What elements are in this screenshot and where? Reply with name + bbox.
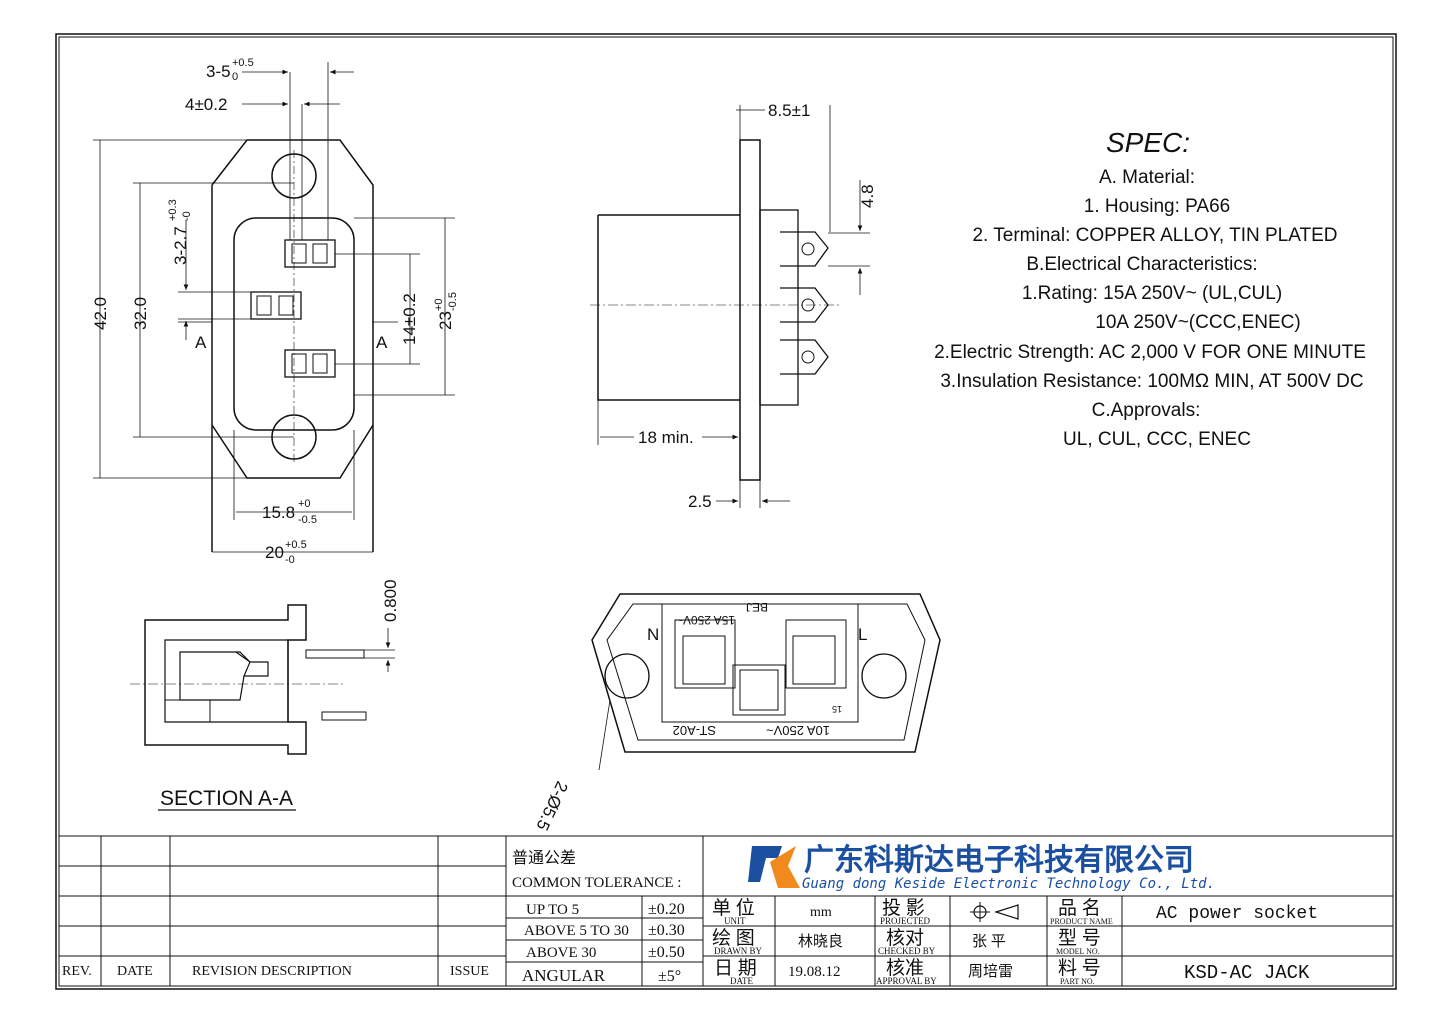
dim-height-total: 42.0 [91,297,110,330]
tolerance-range: ANGULAR [522,966,606,985]
spec-line: B.Electrical Characteristics: [1026,254,1257,275]
svg-text:0: 0 [232,71,238,83]
product-cn: 品 名 [1058,897,1101,919]
tolerance-range: UP TO 5 [526,902,579,918]
rear-approval-mark: 15 [832,704,842,714]
spec-block: SPEC: A. Material: 1. Housing: PA66 2. T… [934,127,1366,450]
checked-cn: 核对 [886,927,924,949]
approval-value: 周培雷 [968,963,1013,980]
inner-border [58,36,1394,987]
date-value: 19.08.12 [788,964,841,980]
title-block [59,835,1393,986]
tolerance-cn: 普通公差 [512,849,576,867]
approval-en: APPROVAL BY [876,976,937,986]
spec-line: 2.Electric Strength: AC 2,000 V FOR ONE … [934,342,1366,363]
tolerance-value: ±0.30 [648,922,685,939]
dim-body-min: 18 min. [638,428,694,447]
svg-text:-0.5: -0.5 [447,292,459,311]
rear-rating-bottom: 10A 250V~ [766,723,830,738]
spec-line: 2. Terminal: COPPER ALLOY, TIN PLATED [972,225,1337,246]
company-logo [748,846,800,888]
svg-text:+0.5: +0.5 [232,57,254,69]
rear-label-l: L [858,625,867,644]
dim-pin-offset: 4±0.2 [185,95,227,114]
revision-description-header: REVISION DESCRIPTION [192,964,352,979]
rear-view [591,593,941,771]
dim-pin-pitch: 14±0.2 [400,293,419,345]
dim-pin-thickness: 0.800 [381,579,400,622]
part-value: KSD-AC JACK [1184,962,1310,984]
section-title: SECTION A-A [160,787,293,810]
rear-model: ST-A02 [673,723,716,738]
dim-pin-width: 3-5 [206,62,231,81]
spec-line: A. Material: [1099,167,1195,188]
issue-header: ISSUE [450,964,489,979]
side-view [590,105,870,508]
rear-label-n: N [647,625,659,644]
part-en: PART NO. [1060,977,1095,986]
spec-line: 10A 250V~(CCC,ENEC) [1095,312,1300,333]
rear-rating-top: 15A 250V~ [676,613,735,627]
part-cn: 料 号 [1058,957,1101,979]
tolerance-range: ABOVE 5 TO 30 [524,923,629,939]
spec-line: C.Approvals: [1092,400,1201,421]
product-value: AC power socket [1156,904,1318,924]
approval-cn: 核准 [886,957,924,979]
outer-border [55,33,1397,990]
unit-en: UNIT [724,916,746,926]
tolerance-en: COMMON TOLERANCE : [512,875,681,891]
company-name-cn: 广东科斯达电子科技有限公司 [804,843,1194,878]
company-name-en: Guang dong Keside Electronic Technology … [802,876,1215,892]
model-en: MODEL NO. [1056,947,1100,956]
section-view [130,604,395,755]
svg-text:+0.3: +0.3 [167,199,179,221]
projected-en: PROJECTED [880,916,931,926]
product-en: PRODUCT NAME [1050,917,1113,926]
drawn-en: DRAWN BY [714,946,763,956]
rear-label-top: BEJ [746,600,768,614]
spec-line: 1.Rating: 15A 250V~ (UL,CUL) [1022,283,1282,304]
projected-cn: 投 影 [882,897,925,919]
drawn-cn: 绘 图 [712,927,755,949]
front-view [93,62,455,553]
section-mark-right: A [376,333,388,352]
date-en: DATE [730,976,753,986]
svg-text:+0: +0 [433,298,445,311]
svg-text:-0.5: -0.5 [298,514,317,526]
tolerance-range: ABOVE 30 [526,945,596,961]
dim-flange-thickness: 2.5 [688,492,712,511]
dim-body-width: 15.8 [262,503,295,522]
dim-depth: 8.5±1 [768,101,810,120]
drawn-value: 林晓良 [798,933,843,950]
svg-text:-0: -0 [285,554,295,566]
rear-holes: 2-Ø5.5 [532,778,571,833]
rev-header: REV. [62,964,92,979]
svg-text:-0: -0 [181,211,193,221]
svg-text:+0: +0 [298,498,311,510]
section-mark-left: A [195,333,207,352]
spec-line: 3.Insulation Resistance: 100MΩ MIN, AT 5… [940,371,1363,392]
checked-value: 张 平 [972,933,1006,950]
date-cn: 日 期 [714,957,757,979]
tolerance-value: ±0.50 [648,944,685,961]
unit-cn: 单 位 [712,897,755,919]
model-cn: 型 号 [1058,927,1101,949]
dim-flange-width: 20 [265,543,284,562]
tolerance-value: ±5° [658,968,681,985]
unit-value: mm [810,905,832,920]
projection-symbol-icon [970,902,1019,922]
svg-text:+0.5: +0.5 [285,539,307,551]
date-header: DATE [117,964,153,979]
spec-line: UL, CUL, CCC, ENEC [1063,429,1251,450]
checked-en: CHECKED BY [878,946,936,956]
dim-terminal: 4.8 [858,184,877,208]
tolerance-value: ±0.20 [648,901,685,918]
spec-line: 1. Housing: PA66 [1084,196,1230,217]
spec-heading: SPEC: [1106,127,1190,158]
dim-body-height: 23 [436,311,455,330]
dim-slot: 3-2.7 [171,226,190,265]
dim-height-holes: 32.0 [131,297,150,330]
